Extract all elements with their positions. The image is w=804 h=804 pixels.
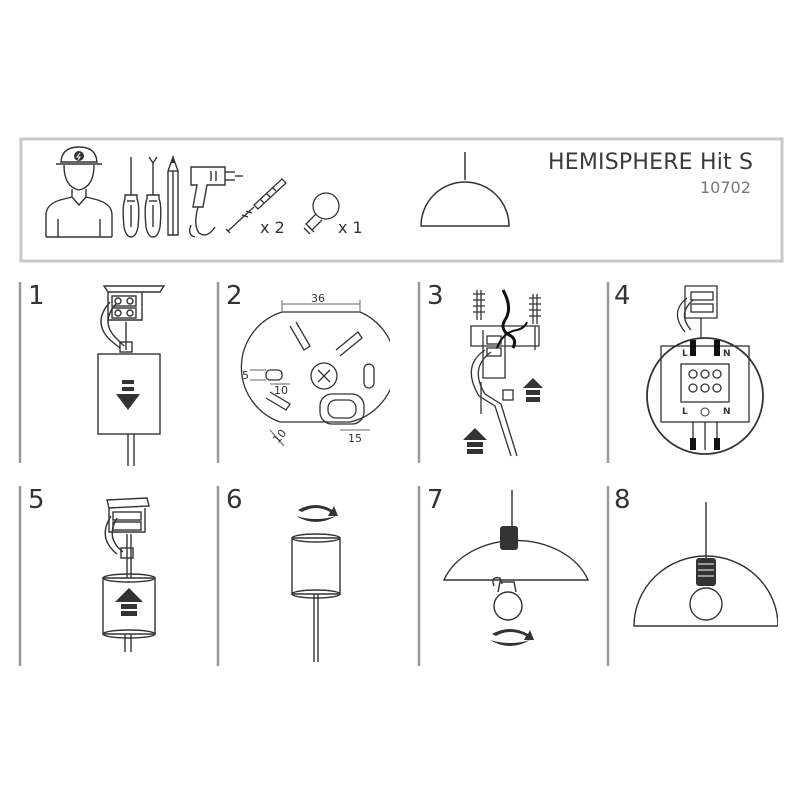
dimension-15: 15 — [348, 432, 362, 445]
screwdriver-icon — [122, 157, 140, 238]
wall-plug-screw-icon — [225, 178, 287, 234]
dimension-10-b: 10 — [270, 427, 289, 446]
drill-icon — [188, 166, 243, 238]
step-number-3: 3 — [427, 281, 444, 311]
dimension-36: 36 — [311, 292, 325, 305]
terminal-label-l-top: L — [682, 349, 688, 359]
dimension-5: 5 — [242, 369, 249, 382]
electrician-icon — [45, 146, 113, 238]
step-5-illustration — [102, 497, 156, 652]
step-6-illustration — [291, 505, 341, 662]
step-1-illustration — [97, 285, 166, 466]
bulb-icon — [303, 192, 340, 235]
step-number-4: 4 — [614, 281, 631, 311]
product-name: HEMISPHERE Hit S — [548, 150, 754, 175]
step-number-2: 2 — [226, 281, 243, 311]
step-3-illustration — [463, 289, 543, 457]
step-number-6: 6 — [226, 485, 243, 515]
ground-icon — [700, 407, 710, 417]
step-number-1: 1 — [28, 281, 45, 311]
terminal-label-n-bottom: N — [723, 407, 731, 417]
hemisphere-lamp-icon — [420, 152, 510, 227]
step-number-8: 8 — [614, 485, 631, 515]
bulb-quantity: x 1 — [338, 218, 363, 237]
step-number-7: 7 — [427, 485, 444, 515]
terminal-label-l-bottom: L — [682, 407, 688, 417]
step-8-illustration — [633, 502, 778, 627]
step-number-5: 5 — [28, 485, 45, 515]
screwdriver-icon — [144, 156, 162, 238]
terminal-label-n-top: N — [723, 349, 731, 359]
step-4-illustration: L N L N — [646, 285, 764, 455]
step-2-illustration: 36 5 10 10 15 — [240, 292, 390, 447]
pencil-icon — [167, 155, 179, 236]
rotate-arrow-icon — [298, 505, 338, 516]
wall-plug-quantity: x 2 — [260, 218, 285, 237]
product-code: 10702 — [700, 178, 751, 197]
step-7-illustration — [442, 490, 590, 646]
dimension-10-a: 10 — [274, 384, 288, 397]
